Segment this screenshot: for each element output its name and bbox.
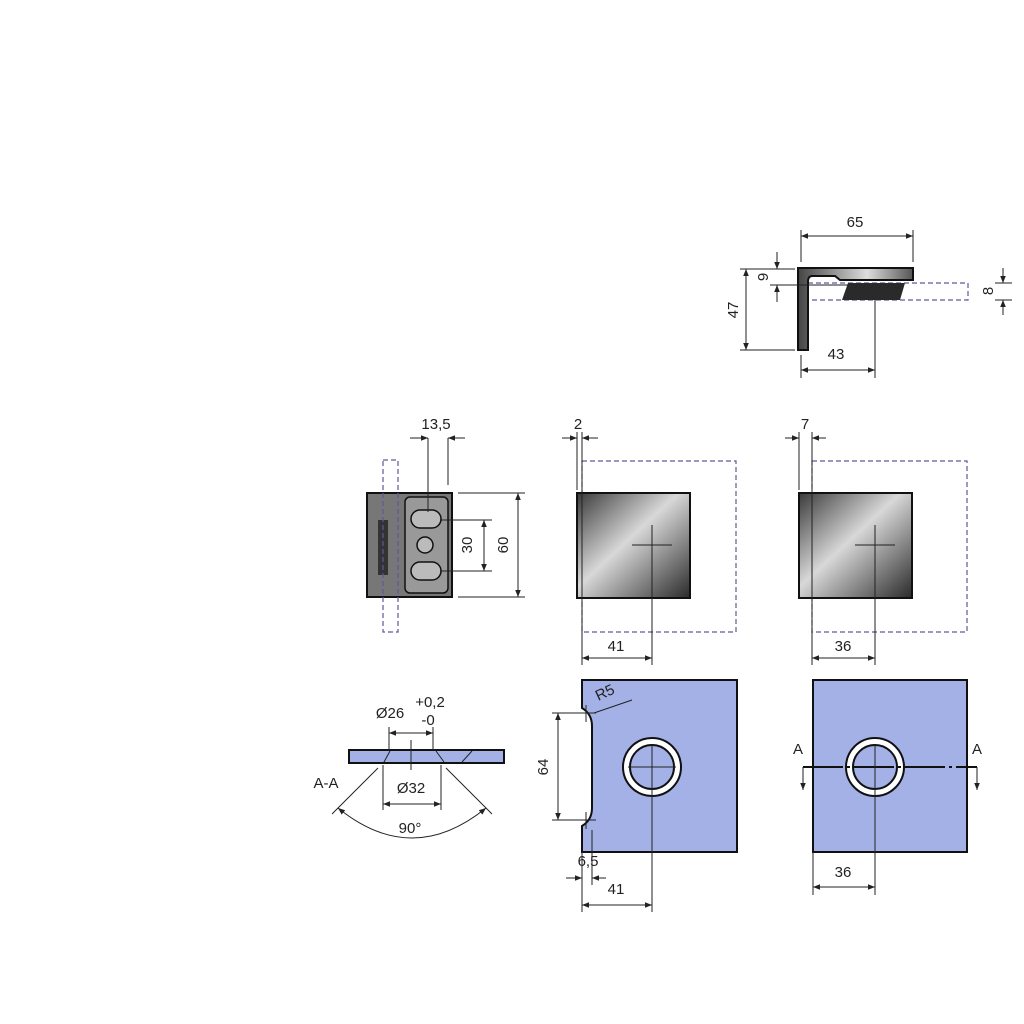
dim-60: 60 xyxy=(495,537,512,554)
dim-6-5: 6,5 xyxy=(578,853,599,870)
gasket xyxy=(842,283,905,300)
section-marker-right: A xyxy=(972,741,982,758)
slot xyxy=(410,561,442,581)
angle-90: 90° xyxy=(399,820,422,837)
dim-64: 64 xyxy=(535,759,552,776)
back-view-2: A A 36 xyxy=(793,679,982,895)
dim-diameter-32: Ø32 xyxy=(397,780,425,797)
front-view-2: 7 36 xyxy=(785,416,968,665)
dim-43: 43 xyxy=(828,346,845,363)
dim-7: 7 xyxy=(801,416,809,433)
dim-diameter-26: Ø26 xyxy=(376,705,404,722)
back-view-1: R5 64 6,5 41 xyxy=(535,679,738,912)
tolerance-minus: -0 xyxy=(421,712,434,729)
radius-r5: R5 xyxy=(593,681,618,705)
dim-41: 41 xyxy=(608,638,625,655)
glass-outline xyxy=(382,459,399,633)
dim-9: 9 xyxy=(755,273,772,281)
side-view: 13,5 30 60 xyxy=(366,416,525,633)
top-view: 65 47 9 8 43 xyxy=(725,214,1012,378)
dim-8: 8 xyxy=(980,287,997,295)
section-plate xyxy=(348,749,505,764)
section-marker-left: A xyxy=(793,741,803,758)
clamp-profile xyxy=(797,267,914,351)
dim-36: 36 xyxy=(835,864,852,881)
slot xyxy=(410,509,442,529)
front-view-1: 2 41 xyxy=(562,416,737,665)
dim-36: 36 xyxy=(835,638,852,655)
tolerance-plus: +0,2 xyxy=(415,694,445,711)
section-a-a: Ø26 +0,2 -0 Ø32 A-A 90° xyxy=(313,694,505,839)
section-label: A-A xyxy=(313,775,338,792)
dim-47: 47 xyxy=(725,302,742,319)
dim-2: 2 xyxy=(574,416,582,433)
glass-outline xyxy=(811,460,968,633)
dim-65: 65 xyxy=(847,214,864,231)
dim-30: 30 xyxy=(459,537,476,554)
dim-41: 41 xyxy=(608,881,625,898)
dim-13-5: 13,5 xyxy=(421,416,450,433)
